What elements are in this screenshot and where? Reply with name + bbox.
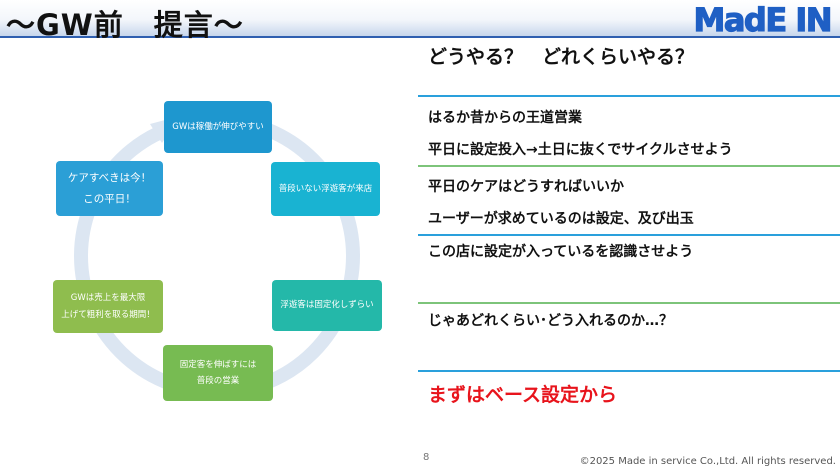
divider-1 <box>418 95 840 97</box>
cycle-box-regular-business: 固定客を伸ばすには 普段の営業 <box>163 345 273 401</box>
header-underline <box>0 36 840 38</box>
header-bar <box>0 0 840 36</box>
logo-text: MadE IN <box>693 1 831 35</box>
text-line-3: 平日のケアはどうすればいいか <box>428 179 624 195</box>
divider-2 <box>418 165 840 167</box>
text-line-2: 平日に設定投入→土日に抜くでサイクルさせよう <box>428 142 733 158</box>
copyright-notice: ©2025 Made in service Co.,Ltd. All right… <box>579 456 836 467</box>
divider-3 <box>418 234 840 236</box>
question-heading: どうやる？ どれくらいやる？ <box>428 46 695 68</box>
madein-logo: MadE IN <box>693 1 832 35</box>
page-title: ～GW前 提言～ <box>6 8 244 42</box>
highlight-base-setting: まずはベース設定から <box>428 384 618 406</box>
cycle-box-floating-visitors: 普段いない浮遊客が来店 <box>271 162 380 216</box>
page-number: 8 <box>423 452 430 463</box>
cycle-box-gw-busy: GWは稼働が伸びやすい <box>164 101 272 153</box>
text-line-4: ユーザーが求めているのは設定、及び出玉 <box>428 211 694 227</box>
cycle-box-care-now: ケアすべきは今！ この平日！ <box>56 161 163 216</box>
divider-4 <box>418 302 840 304</box>
divider-5 <box>418 370 840 372</box>
cycle-box-maximize-sales: GWは売上を最大限 上げて粗利を取る期間！ <box>53 280 163 333</box>
cycle-box-hard-to-retain: 浮遊客は固定化しずらい <box>272 280 382 331</box>
text-line-5: この店に設定が入っているを認識させよう <box>428 244 694 260</box>
text-line-6: じゃあどれくらい･どう入れるのか…？ <box>428 313 673 329</box>
cycle-ring <box>74 113 360 399</box>
text-line-1: はるか昔からの王道営業 <box>428 110 582 126</box>
